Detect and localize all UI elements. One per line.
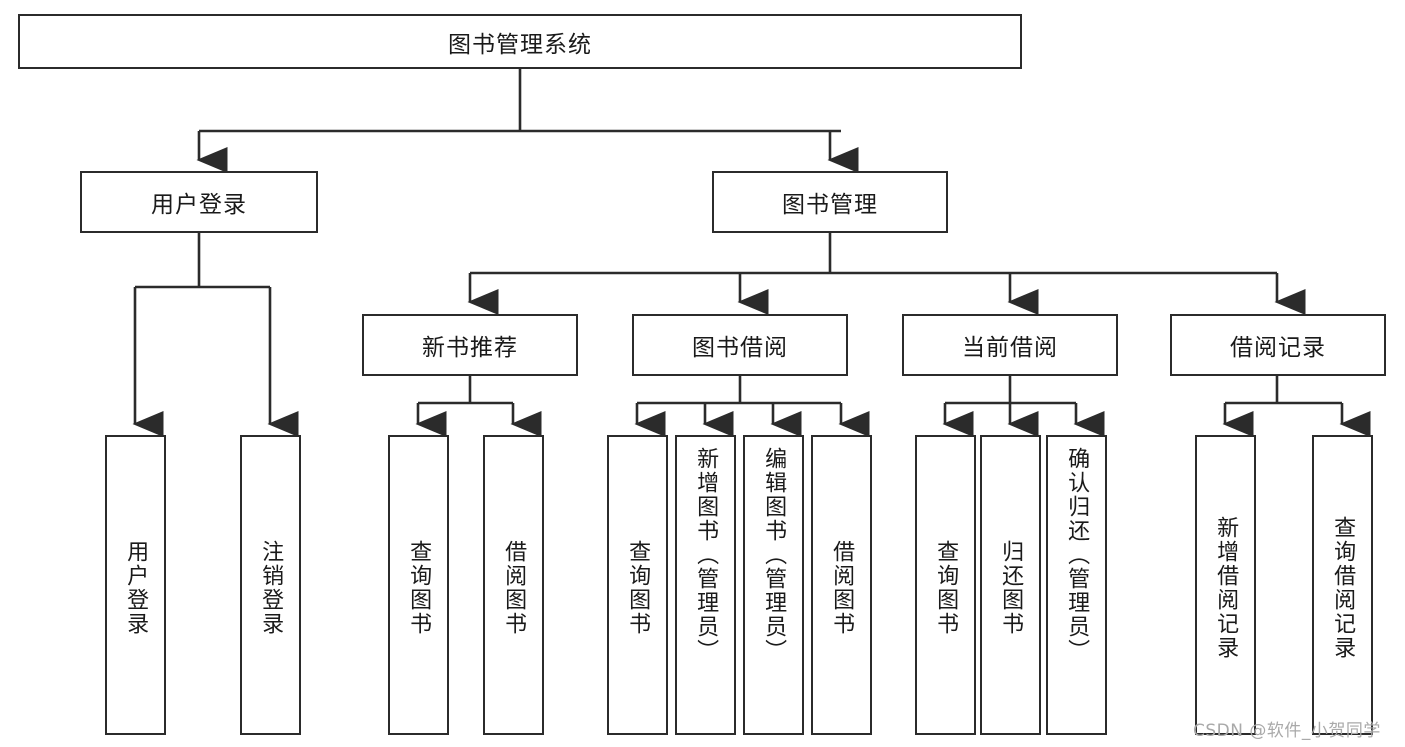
- node-leaf-confirm-return[interactable]: 确认归还（管理员）: [1046, 435, 1107, 735]
- node-book-borrow-label: 图书借阅: [692, 335, 788, 361]
- node-leaf-borrow-book-1-label: 借阅图书: [501, 540, 527, 636]
- node-borrow-record[interactable]: 借阅记录: [1170, 314, 1386, 376]
- node-leaf-edit-book-label: 编辑图书（管理员）: [761, 447, 787, 663]
- node-leaf-return-book[interactable]: 归还图书: [980, 435, 1041, 735]
- node-new-book-recommend[interactable]: 新书推荐: [362, 314, 578, 376]
- node-book-management[interactable]: 图书管理: [712, 171, 948, 233]
- node-leaf-user-logout[interactable]: 注销登录: [240, 435, 301, 735]
- node-leaf-query-book-1[interactable]: 查询图书: [388, 435, 449, 735]
- node-leaf-user-login-label: 用户登录: [123, 540, 149, 636]
- node-leaf-confirm-return-label: 确认归还（管理员）: [1064, 447, 1090, 663]
- node-root[interactable]: 图书管理系统: [18, 14, 1022, 69]
- node-leaf-query-book-2[interactable]: 查询图书: [607, 435, 668, 735]
- node-leaf-add-book-label: 新增图书（管理员）: [693, 447, 719, 663]
- watermark-text: CSDN @软件_小贺同学: [1193, 721, 1381, 741]
- node-leaf-add-record-label: 新增借阅记录: [1213, 516, 1239, 660]
- node-leaf-edit-book[interactable]: 编辑图书（管理员）: [743, 435, 804, 735]
- node-leaf-add-book[interactable]: 新增图书（管理员）: [675, 435, 736, 735]
- node-leaf-query-book-2-label: 查询图书: [625, 540, 651, 636]
- node-leaf-return-book-label: 归还图书: [998, 540, 1024, 636]
- node-user-login-label: 用户登录: [151, 192, 247, 218]
- node-leaf-user-login[interactable]: 用户登录: [105, 435, 166, 735]
- node-leaf-borrow-book-2-label: 借阅图书: [829, 540, 855, 636]
- node-leaf-query-record-label: 查询借阅记录: [1330, 516, 1356, 660]
- node-book-management-label: 图书管理: [782, 192, 878, 218]
- node-borrow-record-label: 借阅记录: [1230, 335, 1326, 361]
- node-leaf-query-book-3[interactable]: 查询图书: [915, 435, 976, 735]
- node-leaf-query-book-3-label: 查询图书: [933, 540, 959, 636]
- node-new-book-recommend-label: 新书推荐: [422, 335, 518, 361]
- node-leaf-query-book-1-label: 查询图书: [406, 540, 432, 636]
- node-leaf-add-record[interactable]: 新增借阅记录: [1195, 435, 1256, 735]
- node-root-label: 图书管理系统: [448, 31, 592, 58]
- node-book-borrow[interactable]: 图书借阅: [632, 314, 848, 376]
- node-leaf-user-logout-label: 注销登录: [258, 540, 284, 636]
- node-leaf-query-record[interactable]: 查询借阅记录: [1312, 435, 1373, 735]
- node-current-borrow-label: 当前借阅: [962, 335, 1058, 361]
- node-leaf-borrow-book-1[interactable]: 借阅图书: [483, 435, 544, 735]
- node-leaf-borrow-book-2[interactable]: 借阅图书: [811, 435, 872, 735]
- node-user-login[interactable]: 用户登录: [80, 171, 318, 233]
- node-current-borrow[interactable]: 当前借阅: [902, 314, 1118, 376]
